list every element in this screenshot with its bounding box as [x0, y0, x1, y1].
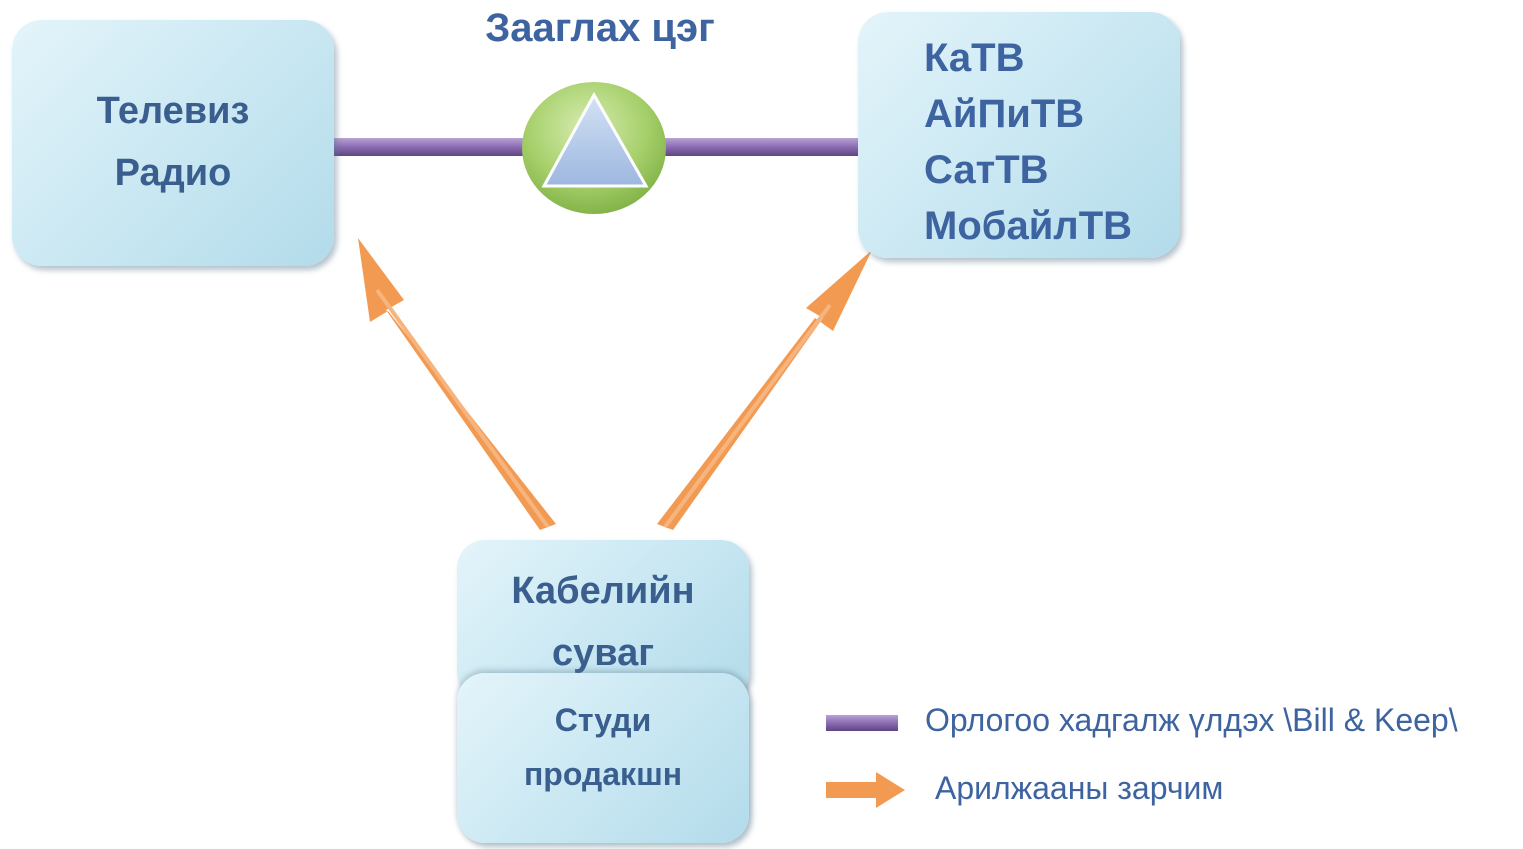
platform-mobiletv: МобайлТВ	[924, 204, 1133, 248]
platform-catv: КаТВ	[924, 36, 1025, 80]
gateway-icon	[522, 82, 666, 214]
cable-channel-line-2: суваг	[551, 632, 655, 674]
trade-arrow-to-broadcast	[358, 238, 556, 530]
broadcast-line-tv: Телевиз	[96, 90, 250, 132]
legend-purple-swatch	[826, 715, 898, 731]
gateway-title: Зааглах цэг	[485, 6, 715, 50]
studio-node: Студи продакшн	[457, 673, 749, 843]
studio-line-2: продакшн	[523, 756, 683, 792]
platform-sattv: СатТВ	[924, 148, 1049, 192]
bill-and-keep-link-right	[660, 138, 858, 156]
platforms-node: КаТВ АйПиТВ СатТВ МобайлТВ	[858, 12, 1180, 258]
legend-bill-and-keep-label: Орлогоо хадгалж үлдэх \Bill & Keep\	[925, 702, 1458, 738]
studio-line-1: Студи	[554, 702, 652, 738]
broadcast-line-radio: Радио	[114, 152, 232, 194]
bill-and-keep-link-left	[332, 138, 528, 156]
trade-arrow-to-platforms	[657, 250, 872, 530]
legend-trade-principle-label: Арилжааны зарчим	[935, 770, 1224, 806]
platform-iptv: АйПиТВ	[924, 92, 1085, 136]
broadcast-node: Телевиз Радио	[12, 20, 334, 266]
cable-channel-line-1: Кабелийн	[511, 570, 695, 612]
legend-orange-arrow-icon	[826, 772, 905, 808]
